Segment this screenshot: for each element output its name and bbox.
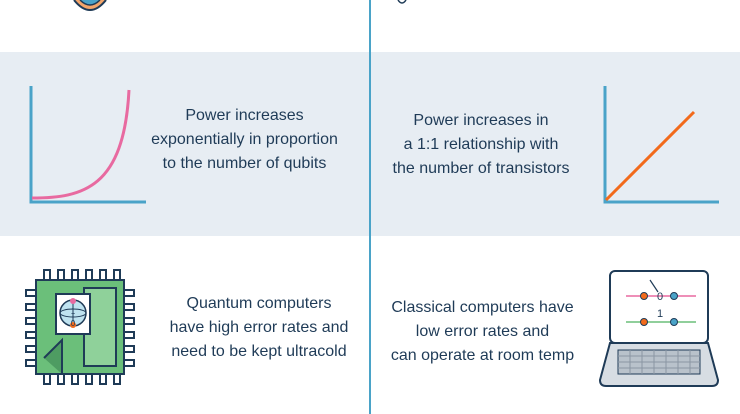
laptop-screen [609, 270, 709, 344]
quantum-power-text: Power increases exponentially in proport… [151, 107, 338, 172]
laptop-icon: 0 1 [598, 270, 720, 387]
quantum-error-text: Quantum computers have high error rates … [169, 295, 349, 360]
qubit-bit-1: 1 [71, 307, 76, 316]
classical-power-text: Power increases in a 1:1 relationship wi… [392, 112, 570, 177]
screen-bit-1: 1 [657, 308, 663, 320]
qubit-sphere: 1 0 [59, 298, 87, 328]
quantum-atom-icon [73, 0, 107, 11]
classical-bit-icon [397, 0, 407, 4]
exponential-curve [31, 89, 131, 200]
graph-axes [603, 86, 719, 204]
bit-switch-0: 0 [626, 279, 696, 303]
screen-bit-0: 0 [657, 291, 663, 303]
exponential-curve-graph [29, 86, 146, 204]
column-divider [369, 0, 371, 414]
linear-line-graph [603, 86, 719, 204]
linear-line [604, 110, 696, 202]
quantum-chip-icon: 1 0 [25, 269, 135, 385]
qubit-bit-0: 0 [71, 319, 76, 328]
bit-switch-1: 1 [626, 308, 696, 326]
classical-error-text: Classical computers have low error rates… [390, 299, 575, 364]
graph-axes [29, 86, 146, 204]
